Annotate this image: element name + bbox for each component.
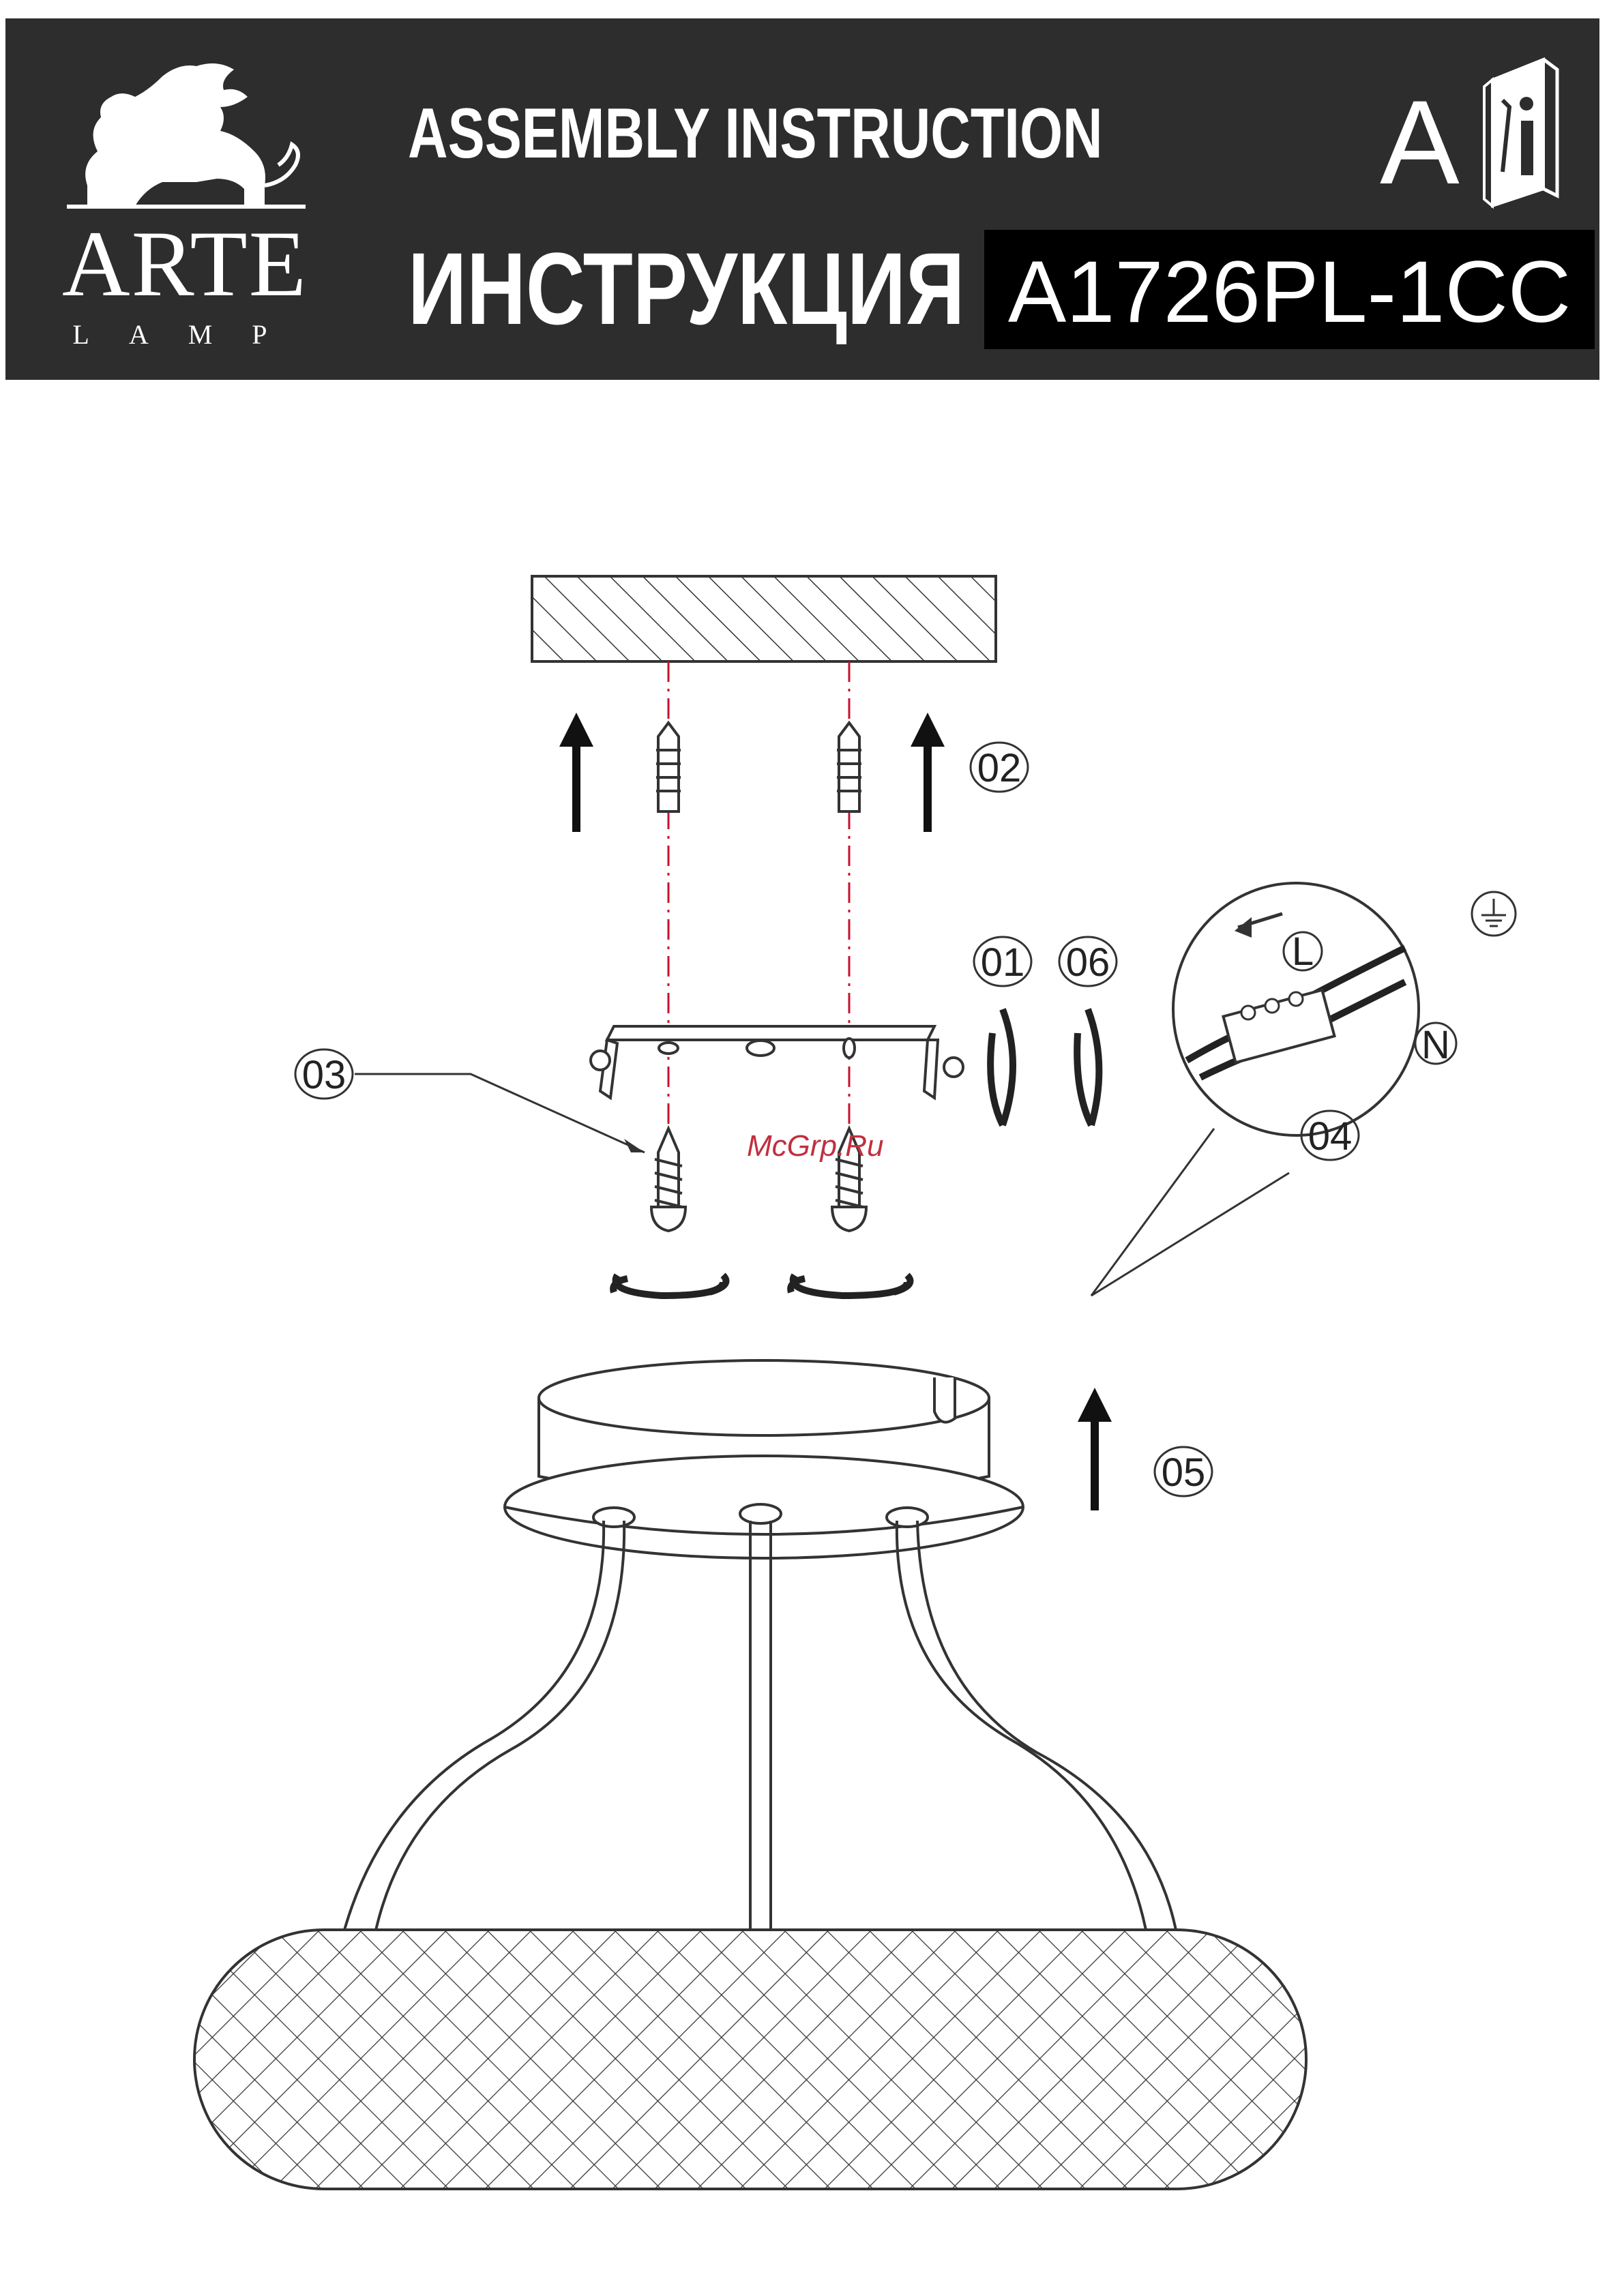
- rotate-arrow-right: [791, 1275, 910, 1296]
- up-arrow-left: [559, 713, 593, 832]
- svg-text:03: 03: [302, 1053, 346, 1097]
- step-label-06: 06: [1059, 937, 1117, 986]
- rotate-arrow-left: [613, 1275, 726, 1296]
- up-arrow-05: [1078, 1388, 1112, 1510]
- label-neutral: N: [1415, 1023, 1456, 1067]
- svg-text:01: 01: [981, 940, 1025, 985]
- canopy: [505, 1360, 1023, 1558]
- step-label-01: 01: [974, 937, 1031, 986]
- rotate-arrow-01: [990, 1009, 1013, 1125]
- svg-text:02: 02: [977, 746, 1022, 790]
- ground-icon: [1472, 892, 1516, 936]
- wiring-detail: [1173, 883, 1419, 1135]
- svg-text:04: 04: [1308, 1114, 1353, 1159]
- screw-left: [651, 1129, 685, 1231]
- ceiling: [532, 576, 996, 661]
- up-arrow-right: [911, 713, 945, 832]
- step-label-05: 05: [1155, 1447, 1212, 1496]
- wall-plug-left: [656, 723, 681, 811]
- step-label-04: 04: [1091, 1111, 1359, 1296]
- step-label-02: 02: [971, 743, 1028, 792]
- svg-text:L: L: [1292, 929, 1314, 974]
- mounting-bracket: [591, 1026, 963, 1098]
- svg-text:06: 06: [1066, 940, 1110, 985]
- wall-plug-right: [837, 723, 861, 811]
- lamp-arms: [344, 1504, 1177, 1940]
- rotate-arrow-06: [1077, 1009, 1099, 1125]
- svg-text:05: 05: [1162, 1450, 1206, 1495]
- watermark: McGrp.Ru: [747, 1129, 883, 1163]
- svg-text:N: N: [1421, 1023, 1450, 1067]
- guide-lines: [668, 661, 849, 1200]
- lamp-shade: [194, 1930, 1306, 2189]
